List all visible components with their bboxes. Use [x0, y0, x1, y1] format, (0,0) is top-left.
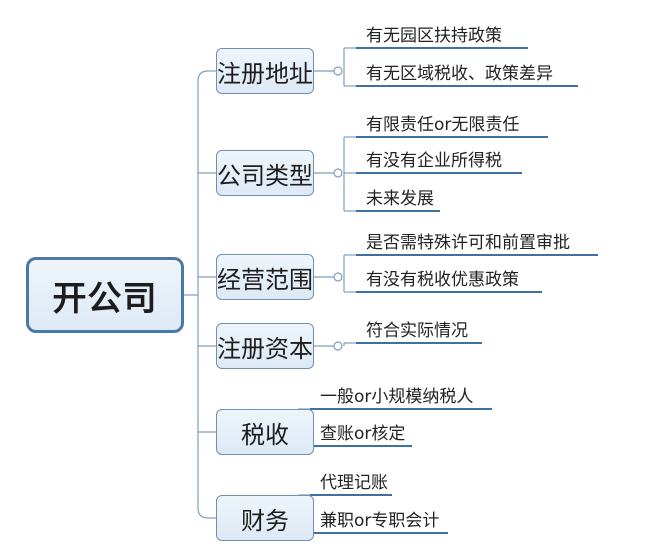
- branch-label: 税收: [241, 420, 289, 449]
- branch-node-registered-capital: 注册资本: [216, 323, 314, 369]
- junction-dot: [333, 66, 343, 76]
- leaf-item: 查账or核定: [320, 424, 406, 444]
- branch-node-business-scope: 经营范围: [216, 254, 314, 300]
- root-label: 开公司: [52, 278, 158, 319]
- branch-label: 经营范围: [217, 265, 313, 294]
- leaf-item: 一般or小规模纳税人: [320, 387, 474, 407]
- branch-node-registered-address: 注册地址: [216, 48, 314, 94]
- branch-label: 财务: [241, 506, 289, 535]
- leaf-item: 有限责任or无限责任: [366, 115, 520, 135]
- leaf-item: 兼职or专职会计: [320, 511, 440, 531]
- root-node: 开公司: [26, 257, 184, 333]
- leaf-item: 有无区域税收、政策差异: [366, 64, 553, 84]
- spine-line: [197, 70, 209, 519]
- leaf-item: 有无园区扶持政策: [366, 26, 502, 46]
- branch-node-company-type: 公司类型: [216, 150, 314, 196]
- junction-dot: [333, 168, 343, 178]
- junction-dot: [333, 272, 343, 282]
- branch-label: 注册地址: [217, 59, 313, 88]
- branch-label: 注册资本: [217, 334, 313, 363]
- branch-node-tax: 税收: [216, 409, 314, 455]
- leaf-item: 代理记账: [320, 473, 388, 493]
- junction-dot: [333, 341, 343, 351]
- leaf-item: 有没有税收优惠政策: [366, 270, 519, 290]
- leaf-item: 符合实际情况: [366, 321, 468, 341]
- leaf-item: 未来发展: [366, 189, 434, 209]
- branch-node-finance: 财务: [216, 495, 314, 541]
- branch-label: 公司类型: [217, 161, 313, 190]
- leaf-item: 是否需特殊许可和前置审批: [366, 233, 570, 253]
- leaf-item: 有没有企业所得税: [366, 151, 502, 171]
